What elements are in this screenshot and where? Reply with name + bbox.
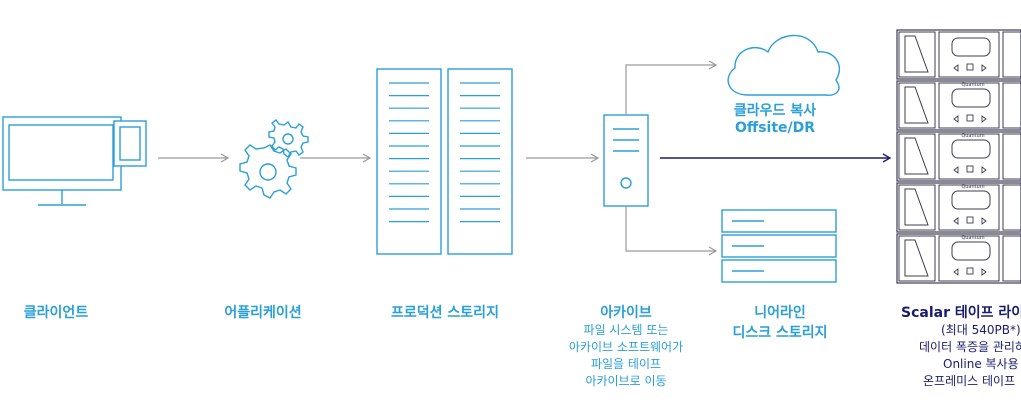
production-storage-label: 프로덕션 스토리지	[391, 305, 499, 321]
production-storage-icon	[376, 68, 513, 255]
archive-server-icon	[603, 114, 649, 207]
scalar-desc-line-3: Online 복사용	[943, 357, 1019, 371]
arrow-archive-to-cloud	[625, 60, 718, 115]
cloud-label-block: 클라우드 복사 Offsite/DR	[720, 100, 830, 136]
archive-desc-line-2: 아카이브 소프트웨어가	[568, 340, 684, 354]
archive-desc-line-3: 파일을 테이프	[590, 357, 662, 371]
application-label: 어플리케이션	[224, 305, 302, 321]
client-label: 클라이언트	[23, 305, 89, 321]
archive-label-block: 아카이브 파일 시스템 또는 아카이브 소프트웨어가 파일을 테이프 아카이브로…	[556, 302, 696, 390]
cloud-title: 클라우드 복사	[733, 103, 817, 119]
tape-module	[896, 233, 1021, 284]
scalar-label-block: Scalar 테이프 라이브 (최대 540PB*): 데이터 폭증을 관리하 …	[897, 302, 1021, 390]
quantum-brand-mark: Quantum	[961, 133, 984, 139]
scalar-desc-line-1: (최대 540PB*):	[941, 323, 1021, 337]
quantum-brand-mark: Quantum	[961, 184, 984, 190]
nearline-title-line-1: 니어라인	[754, 305, 806, 321]
gears-icon	[239, 119, 309, 199]
scalar-desc-line-4: 온프레미스 테이프	[923, 374, 1016, 388]
archive-desc-line-1: 파일 시스템 또는	[583, 323, 669, 337]
tape-module	[896, 80, 1021, 131]
cloud-icon	[727, 34, 841, 96]
tape-module	[896, 29, 1021, 80]
archive-desc-line-4: 아카이브로 이동	[585, 374, 667, 388]
nearline-disk-icon	[721, 209, 837, 283]
archive-title: 아카이브	[600, 305, 652, 321]
scalar-desc-line-2: 데이터 폭증을 관리하	[919, 340, 1021, 354]
tape-module	[896, 131, 1021, 182]
arrow-archive-to-nearline	[625, 206, 718, 256]
tape-module	[896, 182, 1021, 233]
quantum-brand-mark: Quantum	[961, 82, 984, 88]
nearline-label-block: 니어라인 디스크 스토리지	[715, 302, 845, 342]
nearline-title-line-2: 디스크 스토리지	[732, 325, 828, 341]
quantum-brand-mark: Quantum	[961, 235, 984, 241]
rack-slot-lines	[389, 82, 500, 223]
client-computer-icon	[2, 116, 147, 206]
cloud-subtitle: Offsite/DR	[734, 120, 816, 136]
scalar-title: Scalar 테이프 라이브	[901, 305, 1021, 321]
